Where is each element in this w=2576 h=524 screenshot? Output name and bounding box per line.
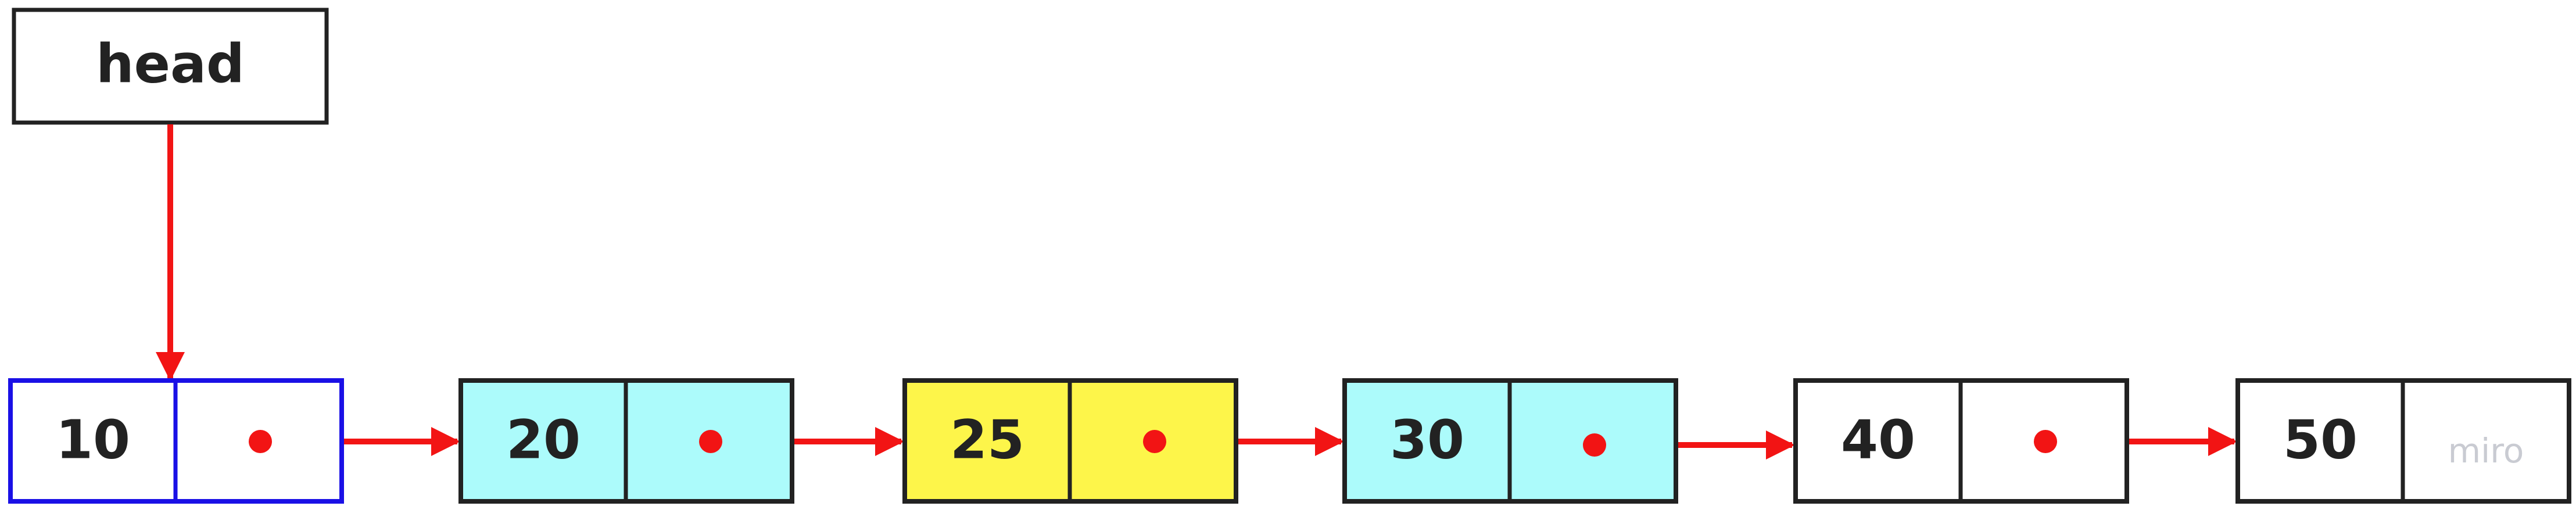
node-value: 10 bbox=[56, 408, 130, 471]
list-node-10: 10 bbox=[8, 378, 344, 504]
list-node-25: 25 bbox=[902, 378, 1238, 504]
list-node-30: 30 bbox=[1342, 378, 1678, 504]
watermark-text: miro bbox=[2448, 431, 2524, 471]
node-value: 50 bbox=[2283, 408, 2358, 471]
next-pointer-dot bbox=[1583, 433, 1606, 457]
nodes-layer: 10 20 25 30 40 50 miro bbox=[8, 378, 2571, 504]
head-label: head bbox=[96, 33, 245, 95]
next-pointer-dot bbox=[1143, 430, 1166, 453]
list-node-20: 20 bbox=[458, 378, 794, 504]
node-value: 40 bbox=[1841, 408, 1915, 471]
next-pointer-dot bbox=[249, 430, 272, 453]
next-pointer-dot bbox=[2034, 430, 2057, 453]
head-box bbox=[12, 8, 329, 125]
next-pointer-dot bbox=[699, 430, 722, 453]
list-node-40: 40 bbox=[1793, 378, 2129, 504]
list-node-50: 50 miro bbox=[2235, 378, 2571, 504]
head-pointer: head bbox=[12, 8, 329, 125]
node-value: 25 bbox=[950, 408, 1024, 471]
node-value: 20 bbox=[506, 408, 581, 471]
node-value: 30 bbox=[1390, 408, 1464, 471]
